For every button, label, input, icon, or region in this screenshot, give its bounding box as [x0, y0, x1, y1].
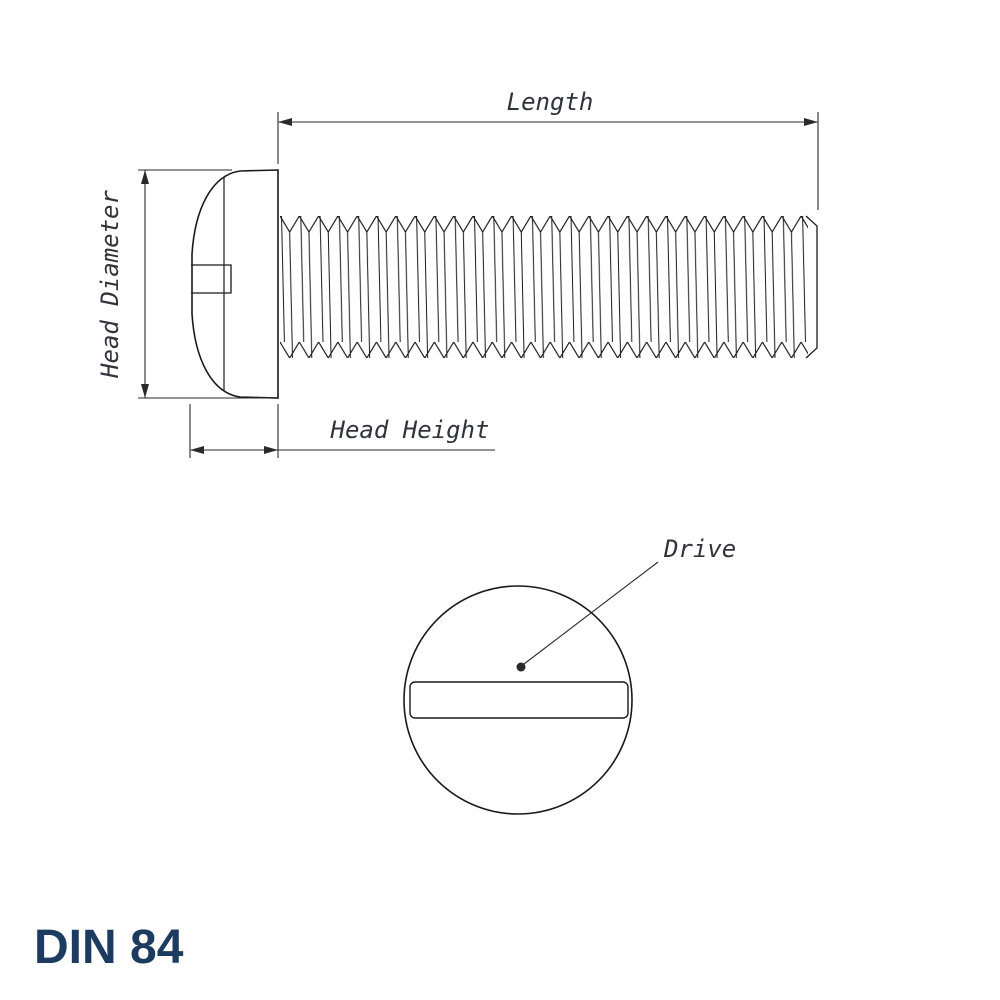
shaft-end — [805, 215, 818, 359]
screw-side-view — [191, 169, 818, 399]
screw-front-view: Drive — [403, 535, 736, 815]
arrowhead-right — [264, 446, 278, 454]
length-dimension: Length — [277, 88, 819, 210]
screw-head — [191, 169, 279, 399]
head-height-dimension: Head Height — [189, 404, 495, 458]
slot-rect — [409, 681, 629, 719]
arrowhead-up — [141, 170, 149, 184]
drive-label: Drive — [663, 535, 736, 563]
arrowhead-down — [141, 384, 149, 398]
head-circle — [403, 585, 633, 815]
arrowhead-left — [190, 446, 204, 454]
length-label: Length — [507, 88, 594, 116]
head-diameter-dimension: Head Diameter — [96, 169, 272, 399]
drive-leader-line — [523, 561, 659, 665]
arrowhead-right — [804, 118, 818, 126]
drive-leader-dot — [516, 662, 526, 672]
slot-notch — [191, 264, 232, 294]
thread-pattern — [280, 216, 808, 358]
head-diameter-label: Head Diameter — [96, 190, 124, 379]
head-height-label: Head Height — [330, 416, 490, 444]
din-title: DIN 84 — [34, 921, 184, 974]
arrowhead-left — [278, 118, 292, 126]
